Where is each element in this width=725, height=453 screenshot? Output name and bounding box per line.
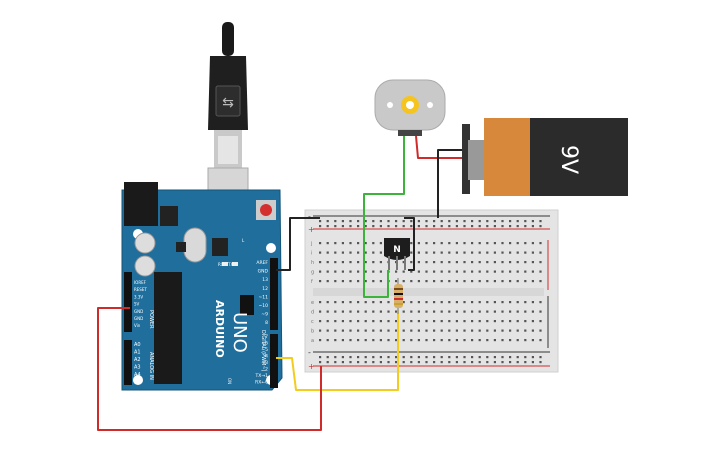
digital-pin-label: AREF: [256, 260, 268, 266]
header-pin-label: 5V: [134, 302, 140, 307]
dc-motor: [374, 79, 446, 136]
digital-pin-label: RX←0: [255, 380, 268, 386]
header-pin-label: 3.3V: [134, 294, 143, 299]
digital-pin-label: ~6: [261, 341, 268, 347]
on-label: ON: [227, 378, 232, 384]
digital-pin-label: 12: [262, 286, 268, 292]
analog-pin-label: A5: [134, 380, 141, 386]
digital-pin-label: 4: [265, 354, 268, 360]
rx-label: RX: [218, 262, 224, 267]
analog-pin-label: A4: [134, 372, 141, 378]
header-pin-label: GND: [134, 309, 143, 314]
wire-black-gnd: [276, 217, 320, 271]
wires: [97, 135, 466, 431]
arduino-board: [121, 182, 283, 391]
row-letter: f: [311, 279, 313, 285]
analog-pin-label: A1: [134, 350, 141, 356]
digital-pin-label: ~9: [261, 312, 268, 318]
transistor: [384, 238, 410, 270]
digital-pin-label: ~5: [261, 347, 268, 353]
battery-9v: [462, 118, 628, 196]
battery-label: 9V: [556, 145, 581, 174]
digital-pin-label: 2: [265, 367, 268, 373]
digital-pin-label: GND: [258, 269, 269, 275]
wire-red-motor: [415, 135, 466, 159]
row-letter: j: [310, 241, 312, 247]
tx-label: TX: [227, 262, 233, 267]
header-pin-label: IOREF: [134, 280, 147, 285]
digital-pin-label: ~3: [261, 360, 268, 366]
digital-pin-label: ~11: [259, 294, 269, 300]
wire-yellow-signal: [276, 310, 399, 391]
analog-pin-label: A0: [134, 342, 141, 348]
row-letter: d: [311, 310, 314, 316]
wire-red-5v: [97, 307, 322, 431]
wire-black-emitter: [404, 217, 415, 271]
wire-black-battery: [437, 149, 466, 218]
header-pin-label: RESET: [134, 287, 147, 292]
svg-text:⇆: ⇆: [222, 95, 234, 111]
row-letter: c: [311, 319, 314, 325]
digital-pin-label: ~10: [259, 303, 269, 309]
digital-pin-label: TX→1: [255, 373, 269, 379]
header-pin-label: GND: [134, 316, 143, 321]
rail-plus-top: +: [308, 225, 315, 234]
analog-pin-label: A2: [134, 357, 141, 363]
row-letter: a: [311, 338, 314, 344]
analog-pin-label: A3: [134, 365, 141, 371]
rail-minus-bottom: -: [308, 348, 311, 357]
digital-pin-label: 8: [265, 320, 268, 326]
digital-pin-label: 13: [262, 277, 268, 283]
row-letter: h: [311, 260, 314, 266]
wire-green-motor: [363, 136, 405, 298]
l-label: L: [242, 238, 245, 243]
breadboard: [304, 209, 559, 373]
row-letter: e: [311, 300, 314, 306]
row-letter: b: [311, 329, 314, 335]
analog-in-label: ANALOG IN: [148, 352, 154, 380]
left-header-labels: IOREF RESET 3.3V 5V GND GND Vin: [134, 280, 147, 328]
transistor-label: N: [393, 245, 401, 255]
row-letter: i: [311, 251, 312, 257]
arduino-model: UNO: [229, 312, 250, 353]
arduino-brand: ARDUINO: [213, 300, 226, 358]
header-pin-label: Vin: [134, 323, 141, 328]
resistor: [394, 278, 403, 314]
digital-label: DIGITAL (PWM~): [260, 330, 266, 372]
row-letter: g: [311, 270, 314, 276]
power-label: POWER: [148, 310, 154, 329]
digital-pin-label: 7: [265, 334, 268, 340]
rail-plus-bottom: +: [308, 362, 315, 371]
rail-minus-top: -: [308, 212, 311, 221]
